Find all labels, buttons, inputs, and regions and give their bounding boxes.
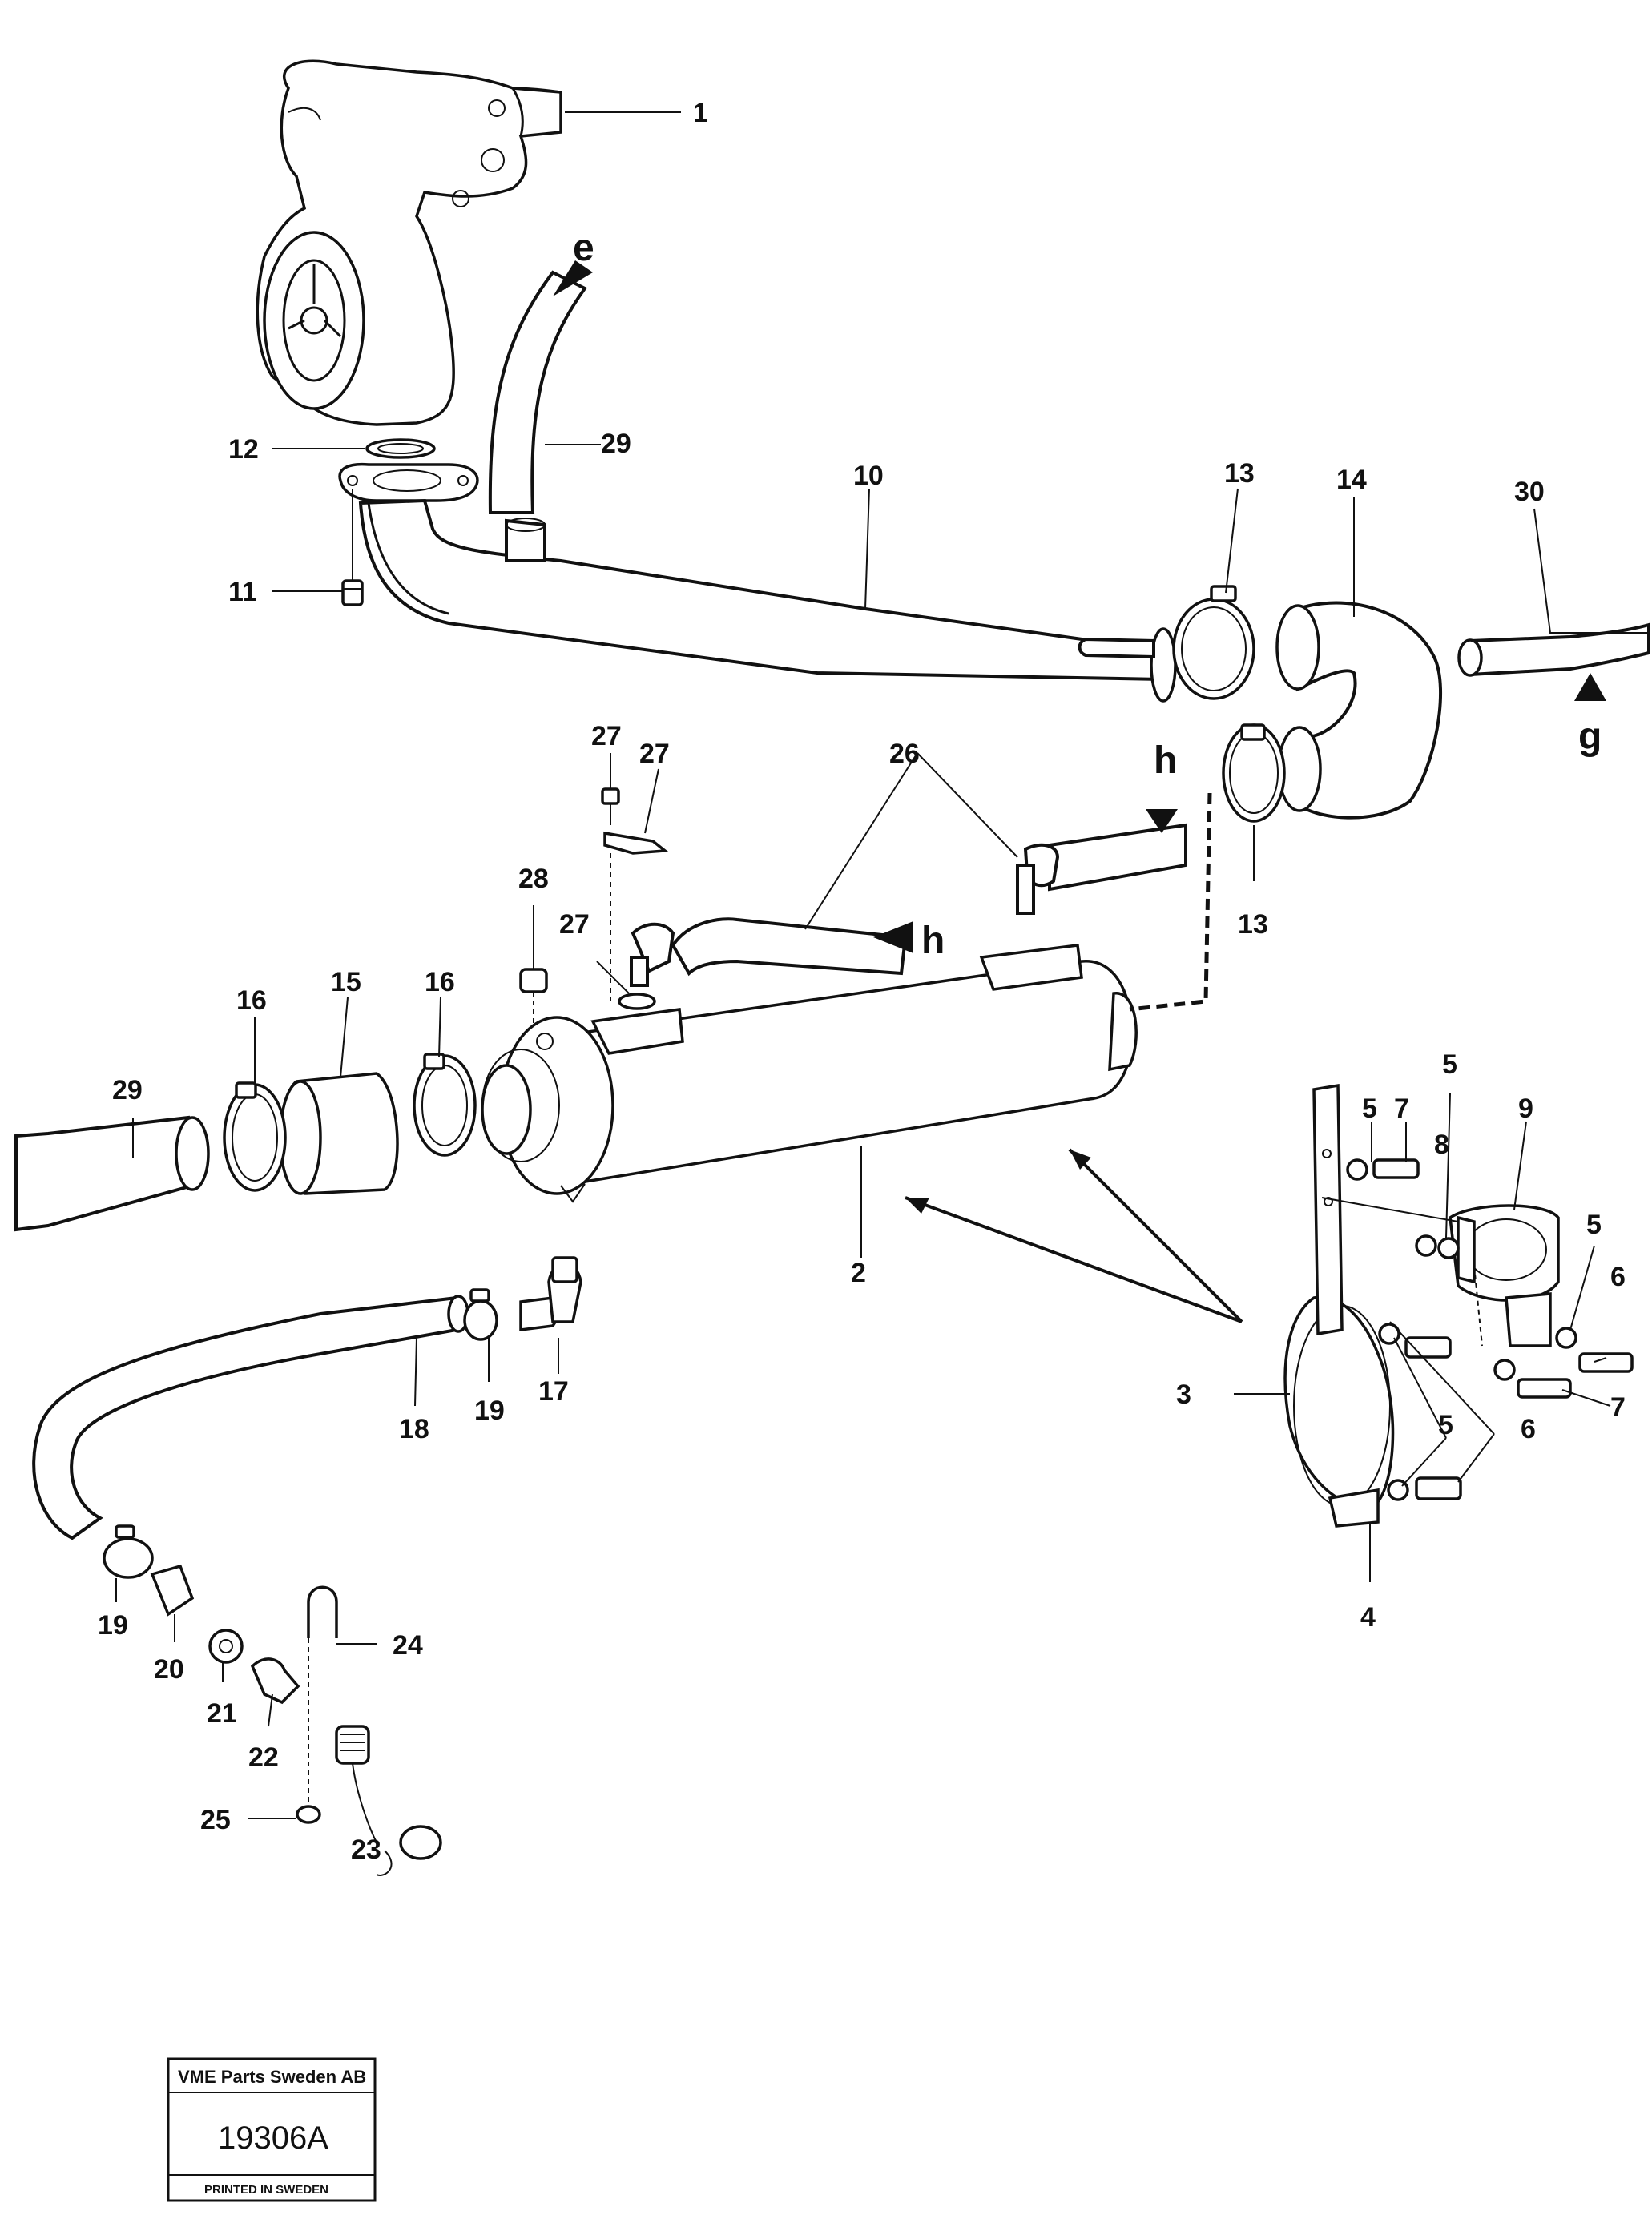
callout-labels: 1 29 12 11 10 13 14 30 13 26 27 27 27 28… [98, 98, 1626, 1865]
stamp-company: VME Parts Sweden AB [178, 2067, 366, 2087]
hose-clamps-and-elbow [1172, 585, 1443, 823]
small-hoses [630, 823, 1187, 987]
stamp-footer: PRINTED IN SWEDEN [204, 2183, 328, 2197]
flow-label-h2: h [921, 920, 945, 962]
flow-arrow-e-icon [553, 260, 593, 296]
callout-16: 16 [236, 985, 267, 1016]
callout-18: 18 [399, 1414, 429, 1444]
callout-7: 7 [1610, 1392, 1626, 1423]
callout-22: 22 [248, 1742, 279, 1773]
callout-13: 13 [1238, 909, 1268, 940]
callout-27: 27 [559, 909, 590, 940]
drain-line-assembly [32, 1256, 582, 1876]
callout-2: 2 [851, 1258, 866, 1288]
callout-25: 25 [200, 1805, 231, 1835]
sleeve-and-clamps [223, 1053, 477, 1195]
flow-arrow-g-icon [1574, 673, 1606, 701]
flow-label-g: g [1578, 715, 1602, 758]
callout-5: 5 [1438, 1410, 1453, 1440]
callout-10: 10 [853, 461, 884, 491]
flow-markers: e g h h [553, 227, 1606, 962]
callout-29: 29 [112, 1075, 143, 1105]
callout-26: 26 [889, 739, 920, 769]
callout-11: 11 [228, 577, 257, 607]
callout-3: 3 [1176, 1379, 1191, 1410]
callout-19: 19 [474, 1395, 505, 1426]
mounting-bracket [1283, 1083, 1634, 1528]
callout-7: 7 [1394, 1093, 1409, 1124]
callout-21: 21 [207, 1698, 237, 1729]
screw-and-washer [601, 787, 669, 1010]
drain-plug [519, 968, 548, 1025]
callout-15: 15 [331, 967, 361, 997]
flow-label-e: e [573, 227, 594, 269]
leader-lines [115, 111, 1649, 1819]
flow-arrow-h2-icon [873, 921, 913, 953]
callout-1: 1 [693, 98, 708, 128]
callout-4: 4 [1360, 1602, 1376, 1633]
flow-label-h1: h [1154, 739, 1177, 782]
coolant-pipe [358, 498, 1177, 703]
callout-5: 5 [1586, 1210, 1602, 1240]
callout-30: 30 [1514, 477, 1545, 507]
dashed-connection-line [1129, 792, 1212, 1012]
callout-27: 27 [591, 721, 622, 751]
callout-19: 19 [98, 1610, 128, 1641]
document-stamp: VME Parts Sweden AB 19306A PRINTED IN SW… [167, 2057, 377, 2202]
callout-24: 24 [393, 1630, 423, 1661]
callout-14: 14 [1336, 465, 1367, 495]
callout-12: 12 [228, 434, 259, 465]
callout-9: 9 [1518, 1093, 1533, 1124]
oil-cooler-body [481, 944, 1138, 1203]
callout-13: 13 [1224, 458, 1255, 489]
callout-6: 6 [1521, 1414, 1536, 1444]
inlet-hose [1457, 622, 1650, 677]
callout-29: 29 [601, 429, 631, 459]
callout-5: 5 [1442, 1049, 1457, 1080]
upper-hose [488, 270, 587, 514]
callout-27: 27 [639, 739, 670, 769]
callout-16: 16 [425, 967, 455, 997]
callout-20: 20 [154, 1654, 184, 1685]
gasket-and-flange [338, 438, 479, 606]
callout-6: 6 [1610, 1262, 1626, 1292]
callout-28: 28 [518, 864, 549, 894]
water-pump-housing [256, 59, 562, 426]
callout-8: 8 [1434, 1130, 1449, 1160]
stamp-number: 19306A [218, 2120, 328, 2156]
callout-5: 5 [1362, 1093, 1377, 1124]
callout-17: 17 [538, 1376, 569, 1407]
callout-23: 23 [351, 1834, 381, 1865]
large-pipe [14, 1115, 210, 1232]
flow-arrow-h1-icon [1146, 809, 1178, 833]
